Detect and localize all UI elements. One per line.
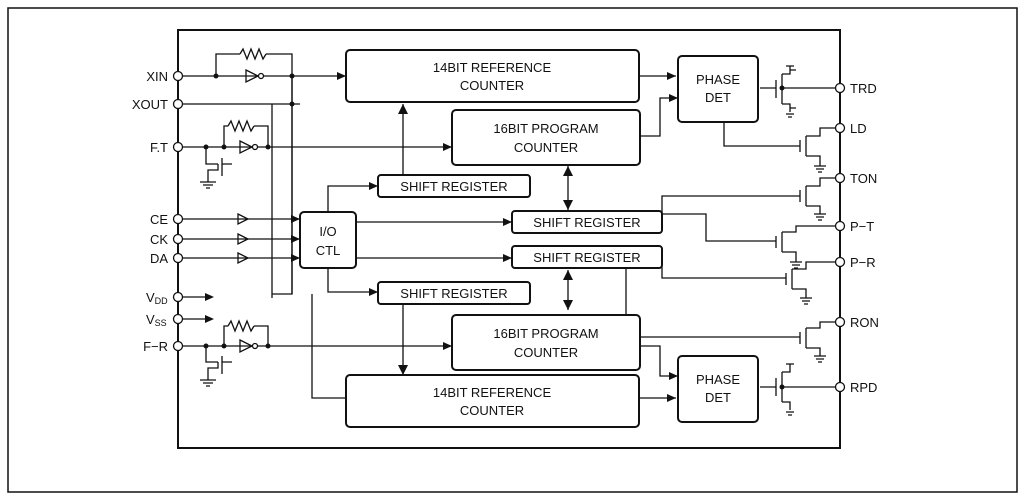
trd-pin-ring [834, 82, 846, 94]
ton-pin-ring [834, 172, 846, 184]
phase-det-bottom-box [677, 355, 759, 423]
pin-label-ck: CK [150, 232, 168, 247]
phase-det-top-line1: PHASE [696, 72, 740, 87]
pin-label-xout: XOUT [132, 97, 168, 112]
ft-inverter [239, 139, 254, 155]
pin-label-rpd: RPD [850, 380, 877, 395]
pin-label-xin: XIN [146, 69, 168, 84]
pin-label-vdd-sub: DD [155, 296, 168, 306]
ft-pin-ring [172, 141, 184, 153]
pin-label-ft: F.T [150, 140, 168, 155]
ref-counter-top-line1: 14BIT REFERENCE [433, 60, 552, 75]
ron-pin-ring [834, 316, 846, 328]
pin-label-pt: P−T [850, 219, 874, 234]
pin-rings [172, 70, 846, 393]
output-transistors [760, 65, 836, 416]
ld-pin-ring [834, 122, 846, 134]
xin-inverter [245, 68, 260, 84]
ref-counter-top-box [345, 49, 640, 103]
ref-counter-bottom-line1: 14BIT REFERENCE [433, 385, 552, 400]
arrowheads [205, 72, 678, 402]
prog-counter-bottom-line2: COUNTER [514, 345, 578, 360]
pin-label-ce: CE [150, 212, 168, 227]
ce-pin-ring [172, 213, 184, 225]
pin-label-vss-sub: SS [155, 318, 167, 328]
pin-label-trd: TRD [850, 81, 877, 96]
outer-frame [7, 7, 1018, 493]
shift-reg-4-box [377, 281, 531, 305]
ref-counter-bottom-line2: COUNTER [460, 403, 524, 418]
pin-label-pr: P−R [850, 255, 876, 270]
pin-label-ld: LD [850, 121, 867, 136]
prog-counter-bottom-line1: 16BIT PROGRAM [493, 326, 598, 341]
phase-det-top-box [677, 55, 759, 123]
vdd-pin-ring [172, 291, 184, 303]
pin-label-da: DA [150, 251, 168, 266]
prog-counter-bottom-box [451, 314, 641, 371]
rpd-pin-ring [834, 381, 846, 393]
ref-counter-bottom-box [345, 374, 640, 428]
junctions [203, 73, 785, 390]
pin-label-vdd-main: V [146, 290, 155, 305]
pin-label-ton: TON [850, 171, 877, 186]
ck-pin-ring [172, 233, 184, 245]
vss-pin-ring [172, 313, 184, 325]
phase-det-top-line2: DET [705, 90, 731, 105]
pin-label-ron: RON [850, 315, 879, 330]
xout-pin-ring [172, 98, 184, 110]
xin-pin-ring [172, 70, 184, 82]
io-ctl-line1: I/O [319, 224, 336, 239]
pin-label-vss: VSS [146, 312, 167, 328]
fr-inverter [239, 338, 254, 354]
ref-counter-top-line2: COUNTER [460, 78, 524, 93]
ce-buffer [237, 212, 250, 226]
pin-label-vss-main: V [146, 312, 155, 327]
shift-reg-3-label: SHIFT REGISTER [533, 250, 640, 265]
phase-det-bottom-line2: DET [705, 390, 731, 405]
pt-pin-ring [834, 220, 846, 232]
prog-counter-top-line2: COUNTER [514, 140, 578, 155]
pr-pin-ring [834, 256, 846, 268]
shift-reg-1-label: SHIFT REGISTER [400, 179, 507, 194]
io-ctl-box [299, 211, 357, 269]
da-buffer [237, 251, 250, 265]
blocks [299, 49, 759, 428]
phase-det-bottom-line1: PHASE [696, 372, 740, 387]
fr-pin-ring [172, 340, 184, 352]
da-pin-ring [172, 252, 184, 264]
shift-reg-4-label: SHIFT REGISTER [400, 286, 507, 301]
prog-counter-top-box [451, 109, 641, 166]
prog-counter-top-line1: 16BIT PROGRAM [493, 121, 598, 136]
ck-buffer [237, 232, 250, 246]
io-ctl-line2: CTL [316, 243, 341, 258]
buffers [237, 68, 265, 354]
shift-reg-3-box [511, 245, 663, 269]
pin-label-vdd: VDD [146, 290, 168, 306]
pin-label-fr: F−R [143, 339, 168, 354]
shift-reg-2-label: SHIFT REGISTER [533, 215, 640, 230]
